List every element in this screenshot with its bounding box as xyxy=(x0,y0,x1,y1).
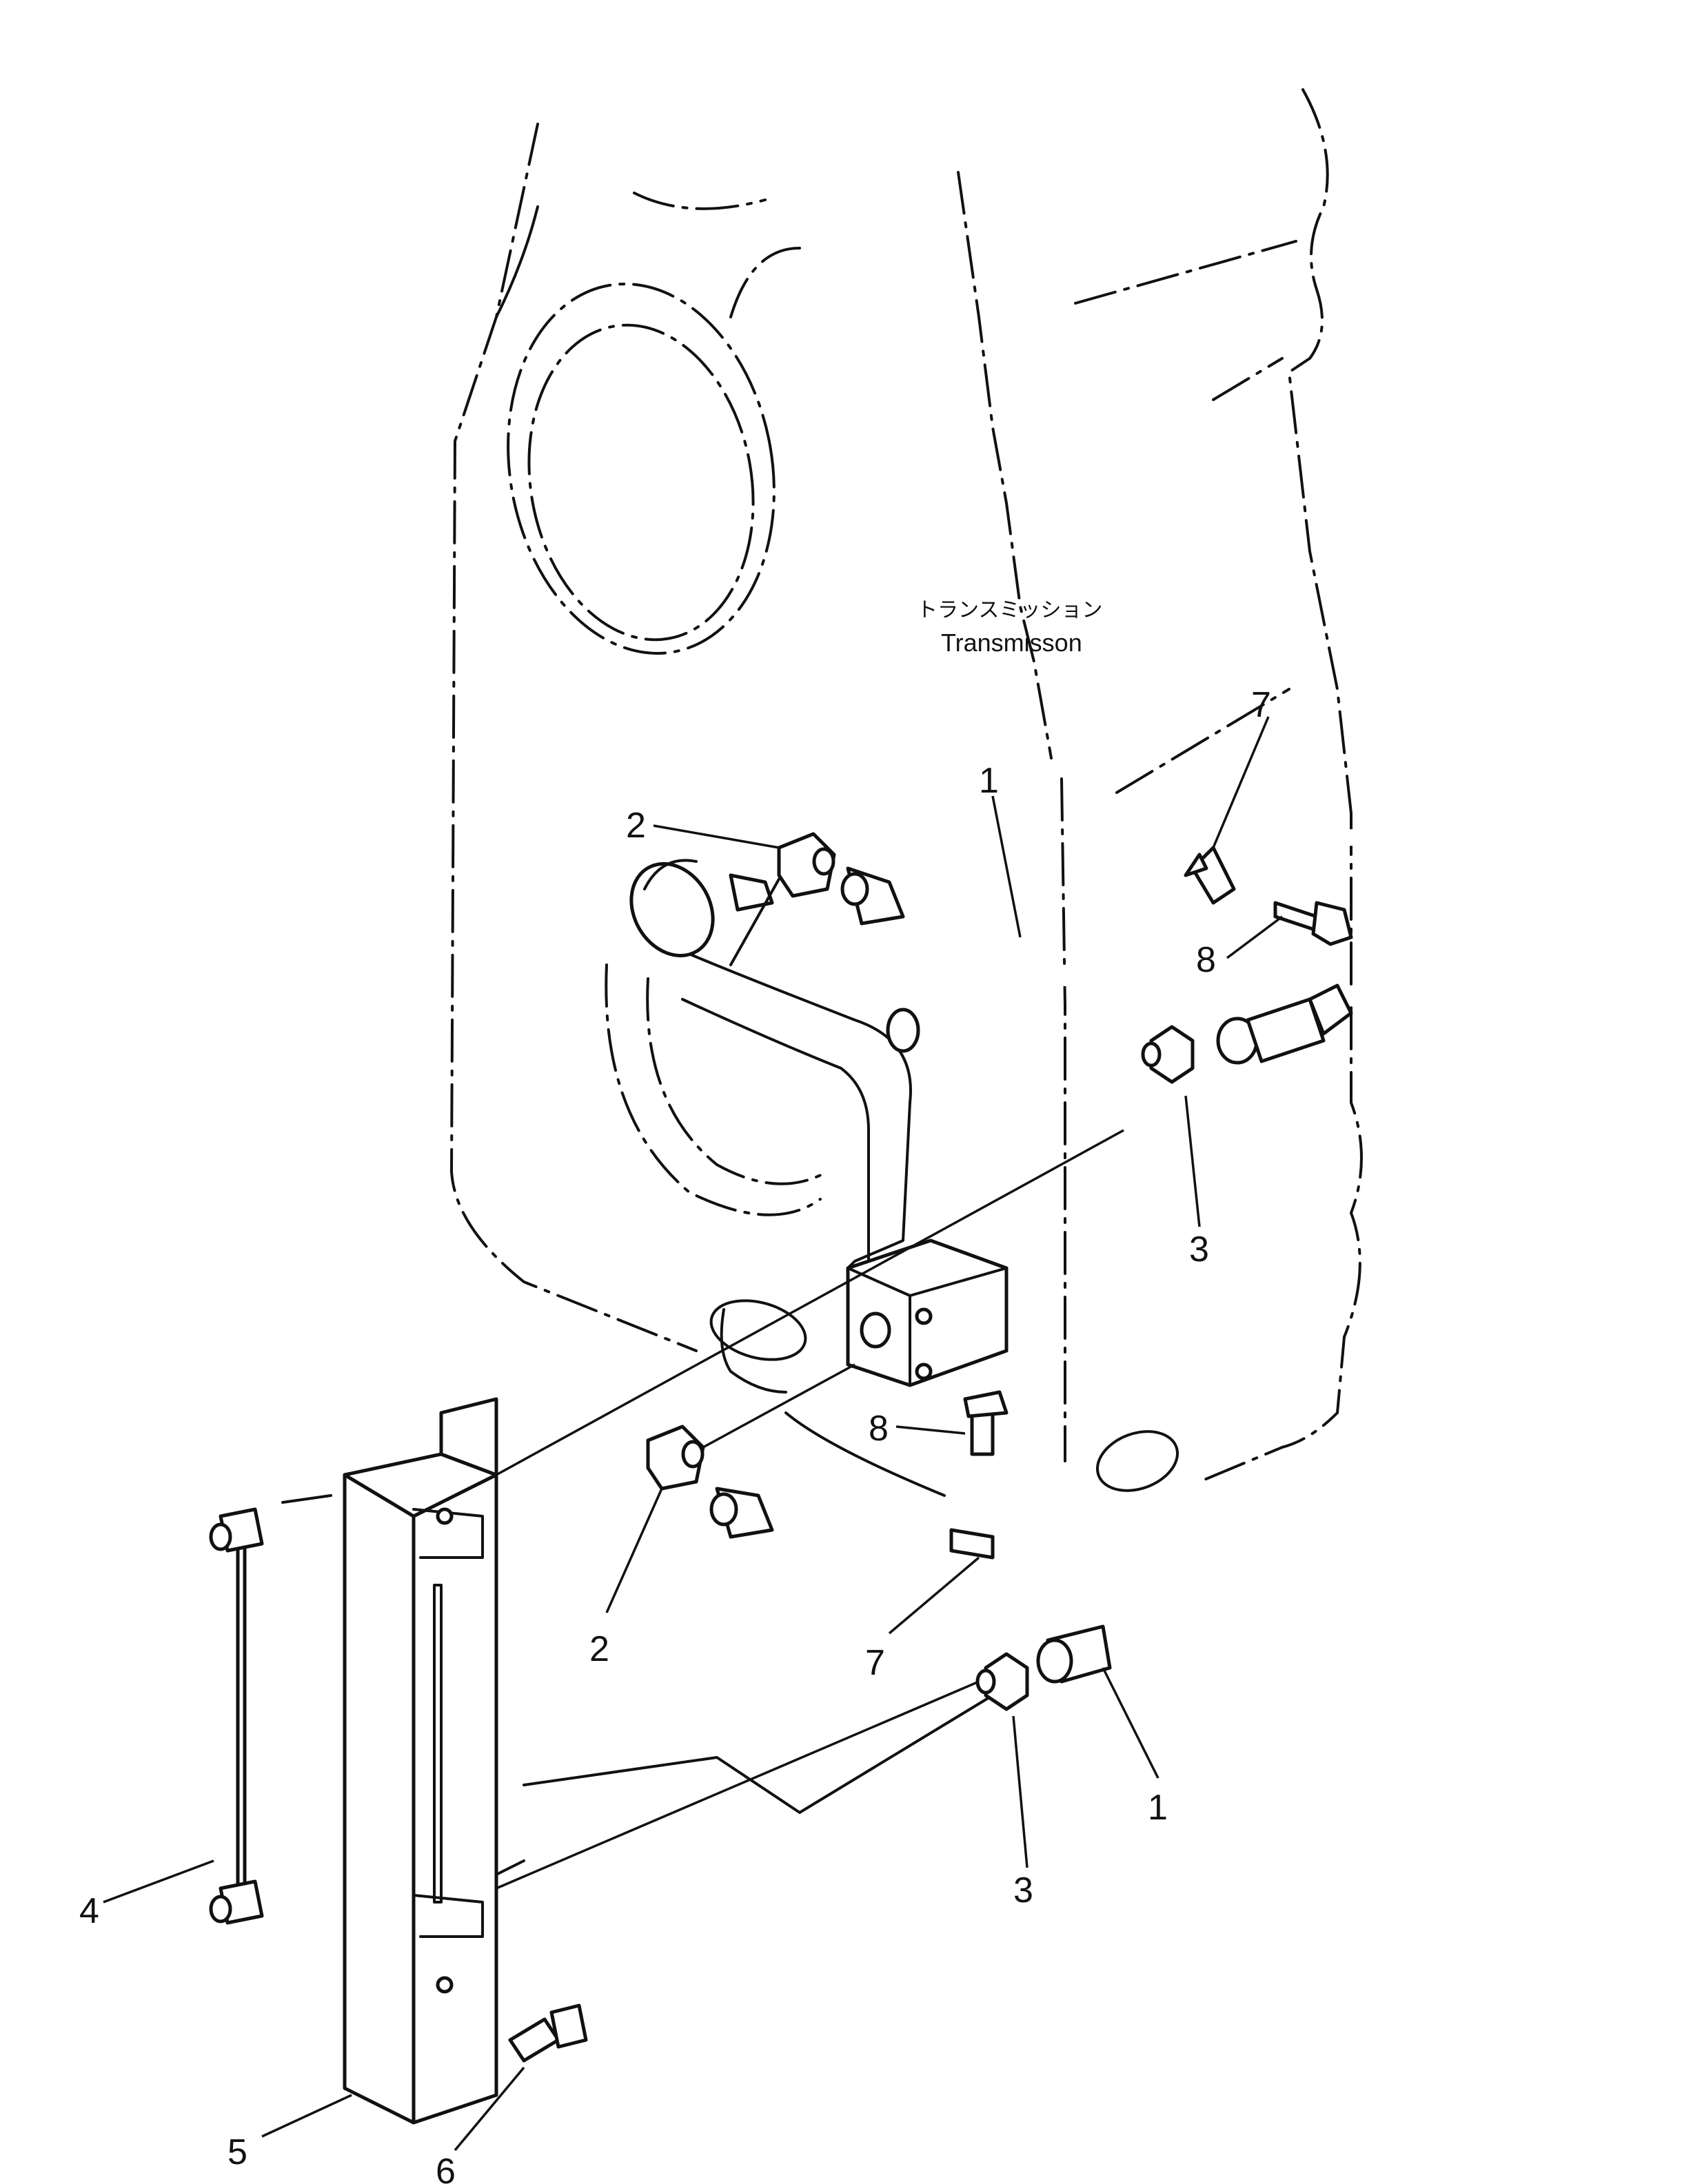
connectors xyxy=(975,1025,1195,1711)
callout-1-upper: 1 xyxy=(979,761,999,801)
callout-6: 6 xyxy=(436,2152,456,2184)
callout-4: 4 xyxy=(79,1891,99,1931)
callout-2-upper: 2 xyxy=(626,806,646,846)
assembly-lines xyxy=(496,1129,1124,1890)
upper-sender xyxy=(629,853,794,966)
transmission-label-jp: トランスミッション xyxy=(917,598,1102,622)
callout-3-upper: 3 xyxy=(1189,1229,1209,1269)
callout-8-upper: 8 xyxy=(1196,940,1216,980)
callout-1-lower: 1 xyxy=(1148,1788,1168,1828)
level-gauge xyxy=(209,1494,332,1925)
callout-8-lower: 8 xyxy=(869,1409,889,1449)
elbow-pipe xyxy=(681,950,1009,1394)
bolts xyxy=(963,901,1353,1456)
callout-5: 5 xyxy=(227,2132,247,2172)
leader-lines xyxy=(103,716,1284,2152)
upper-hose xyxy=(840,829,1477,1065)
screw xyxy=(508,2003,588,2063)
callout-2-lower: 2 xyxy=(589,1629,609,1669)
lower-hose xyxy=(709,1430,1217,1684)
callout-7-upper: 7 xyxy=(1251,685,1271,725)
callout-7-lower: 7 xyxy=(865,1643,885,1683)
clamps xyxy=(949,846,1236,1560)
gauge-bracket xyxy=(343,1397,498,2125)
callout-3-lower: 3 xyxy=(1013,1870,1033,1910)
elbow-fittings xyxy=(646,832,836,1491)
transmission-housing xyxy=(449,88,1363,1876)
transmission-label: トランスミッション Transmisson xyxy=(917,598,1102,657)
callouts: 2 1 7 8 3 8 2 7 1 3 4 5 6 xyxy=(79,685,1271,2184)
transmission-label-en: Transmisson xyxy=(941,629,1082,657)
